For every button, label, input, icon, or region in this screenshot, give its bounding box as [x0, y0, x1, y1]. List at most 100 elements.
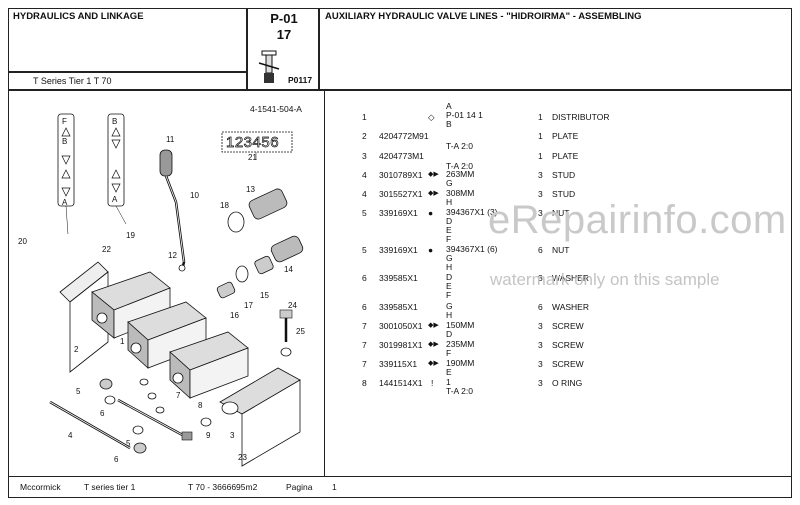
- row-part: 1441514X1: [379, 378, 423, 388]
- table-row: 4 3010789X1 ◆▶ 263MM G 3 STUD: [326, 170, 792, 188]
- row-qty: 3: [538, 273, 543, 283]
- studs: [49, 309, 293, 450]
- table-row: 1 ◇ A P-01 14 1 B 1 DISTRIBUTOR: [326, 102, 792, 129]
- row-desc: NUT: [552, 208, 570, 218]
- table-row: 7 3019981X1 ◆▶ 235MM F 3 SCREW: [326, 340, 792, 358]
- row-qty: 3: [538, 378, 543, 388]
- callout-20: 20: [18, 237, 27, 246]
- row-desc: WASHER: [552, 273, 589, 283]
- section-title: HYDRAULICS AND LINKAGE: [13, 11, 144, 22]
- callout-22: 22: [102, 245, 111, 254]
- callout-6b: 6: [114, 455, 119, 464]
- row-ref: 4: [362, 189, 367, 199]
- row-spec: 190MM E: [446, 358, 475, 377]
- callout-4: 4: [68, 431, 73, 440]
- table-row: 7 3001050X1 ◆▶ 150MM D 3 SCREW: [326, 321, 792, 339]
- arrow-label-b-left: B: [62, 137, 67, 146]
- row-spec: 150MM D: [446, 320, 475, 339]
- row-qty: 6: [538, 302, 543, 312]
- row-qty: 1: [538, 112, 543, 122]
- footer-divider: [8, 476, 792, 477]
- row-spec: T-A 2:0: [446, 161, 473, 171]
- row-ref: 7: [362, 359, 367, 369]
- row-sym: ●: [428, 208, 434, 218]
- assembly-title: AUXILIARY HYDRAULIC VALVE LINES - "HIDRO…: [325, 11, 642, 22]
- row-spec: 394367X1 (3) D E F: [446, 207, 498, 244]
- header-series-box: T Series Tier 1 T 70: [8, 72, 247, 90]
- row-spec: 235MM F: [446, 339, 475, 358]
- row-qty: 1: [538, 131, 543, 141]
- callout-2: 2: [74, 345, 79, 354]
- table-row: 6 339585X1 G H 6 WASHER: [326, 302, 792, 320]
- row-qty: 6: [538, 245, 543, 255]
- row-qty: 1: [538, 151, 543, 161]
- row-desc: PLATE: [552, 151, 579, 161]
- footer-page-label: Pagina: [286, 482, 313, 492]
- row-desc: PLATE: [552, 131, 579, 141]
- hose-fittings: [216, 188, 304, 299]
- row-ref: 6: [362, 273, 367, 283]
- row-part: 3019981X1: [379, 340, 423, 350]
- callout-10: 10: [190, 191, 199, 200]
- callout-18: 18: [220, 201, 229, 210]
- row-part: 3015527X1: [379, 189, 423, 199]
- table-row: 6 339585X1 D E F 3 WASHER: [326, 273, 792, 300]
- table-row: 2 4204772M91 T-A 2:0 1 PLATE: [326, 131, 792, 151]
- content-divider: [324, 90, 325, 476]
- callout-3: 3: [230, 431, 235, 440]
- row-ref: 6: [362, 302, 367, 312]
- callout-13: 13: [246, 185, 255, 194]
- header-left-box: HYDRAULICS AND LINKAGE: [8, 8, 247, 72]
- row-sym: ◆▶: [428, 190, 439, 197]
- callout-14: 14: [284, 265, 293, 274]
- callout-9: 9: [206, 431, 211, 440]
- row-part: 339585X1: [379, 302, 418, 312]
- table-row: 7 339115X1 ◆▶ 190MM E 3 SCREW: [326, 359, 792, 377]
- ref-code: P0117: [288, 75, 313, 85]
- callout-5b: 5: [126, 439, 131, 448]
- sequence-digits: 123456: [226, 134, 279, 151]
- exploded-assembly-diagram: F B A B A 123456: [18, 113, 305, 467]
- table-row: 5 339169X1 ● 394367X1 (3) D E F 3 NUT: [326, 208, 792, 244]
- arrow-indicator-left: F B A: [57, 113, 75, 235]
- row-qty: 3: [538, 208, 543, 218]
- row-desc: STUD: [552, 189, 576, 199]
- table-row: 5 339169X1 ● 394367X1 (6) G H 6 NUT: [326, 245, 792, 272]
- row-ref: 5: [362, 208, 367, 218]
- row-sym: ●: [428, 245, 434, 255]
- row-desc: SCREW: [552, 321, 584, 331]
- header-title-box: AUXILIARY HYDRAULIC VALVE LINES - "HIDRO…: [319, 8, 792, 90]
- row-qty: 3: [538, 359, 543, 369]
- row-part: 339115X1: [379, 359, 418, 369]
- row-ref: 7: [362, 321, 367, 331]
- row-qty: 3: [538, 321, 543, 331]
- row-desc: NUT: [552, 245, 570, 255]
- row-ref: 2: [362, 131, 367, 141]
- row-part: 3001050X1: [379, 321, 423, 331]
- callout-6: 6: [100, 409, 105, 418]
- series-label: T Series Tier 1 T 70: [33, 76, 112, 86]
- row-sym: ◆▶: [428, 360, 439, 367]
- row-spec: A P-01 14 1 B: [446, 101, 483, 129]
- row-qty: 3: [538, 170, 543, 180]
- row-spec: 1 T-A 2:0: [446, 377, 473, 396]
- row-part: 3010789X1: [379, 170, 423, 180]
- table-row: 4 3015527X1 ◆▶ 308MM H 3 STUD: [326, 189, 792, 207]
- row-ref: 4: [362, 170, 367, 180]
- callout-25: 25: [296, 327, 305, 336]
- hydraulic-coupling-icon: [258, 50, 280, 83]
- lever: [159, 149, 186, 272]
- row-desc: SCREW: [552, 359, 584, 369]
- watermark-brand: eRepairinfo.com: [488, 198, 787, 242]
- nuts-and-washers: [99, 347, 292, 454]
- callout-1: 1: [120, 337, 125, 346]
- row-spec: D E F: [446, 272, 453, 300]
- watermark-note: watermark only on this sample: [490, 270, 720, 289]
- row-part: 4204773M1: [379, 151, 424, 161]
- footer-page-number: 1: [332, 482, 337, 492]
- page-number: 17: [276, 27, 292, 42]
- arrow-label-a-left: A: [62, 198, 68, 207]
- callout-17: 17: [244, 301, 253, 310]
- row-sym: ◆▶: [428, 171, 439, 178]
- row-sym: ◇: [428, 112, 435, 122]
